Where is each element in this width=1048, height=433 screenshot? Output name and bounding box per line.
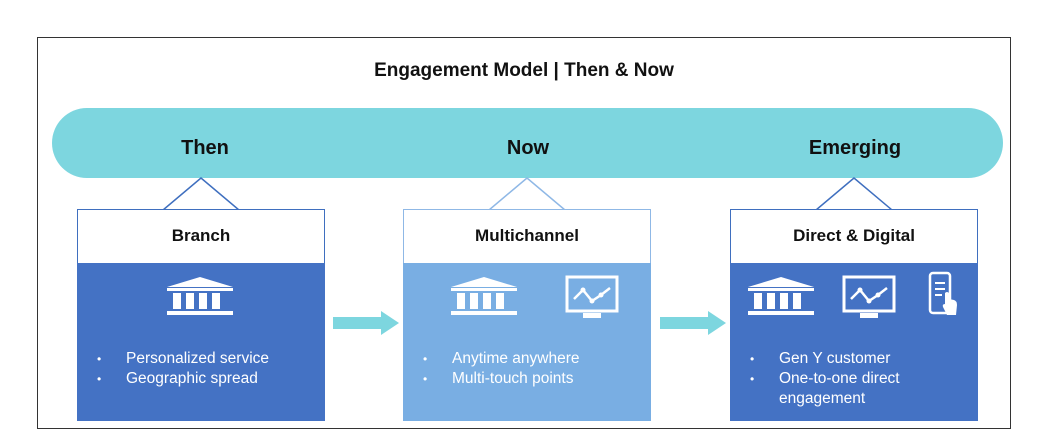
bullet-list: Gen Y customer One-to-one direct engagem… [750, 349, 970, 409]
bank-icon [748, 277, 814, 315]
bullet-item: Personalized service [97, 349, 317, 369]
bullet-item: One-to-one direct engagement [750, 369, 970, 409]
card-heading: Branch [77, 209, 325, 263]
callout-pointer-then [163, 177, 242, 211]
bullet-list: Personalized service Geographic spread [97, 349, 317, 389]
phase-label-emerging: Emerging [808, 137, 902, 159]
card-multichannel: Multichannel Anytime anywhere [403, 209, 651, 421]
card-body: Gen Y customer One-to-one direct engagem… [730, 263, 978, 421]
diagram-title: Engagement Model | Then & Now [374, 60, 674, 81]
card-branch: Branch Personalized service Geographic s… [77, 209, 325, 421]
bullet-item: Gen Y customer [750, 349, 970, 369]
arrow-right-icon [333, 311, 399, 335]
monitor-chart-icon [565, 275, 619, 318]
card-body: Personalized service Geographic spread [77, 263, 325, 421]
bank-icon [451, 277, 517, 315]
bank-icon [167, 277, 233, 315]
bullet-list: Anytime anywhere Multi-touch points [423, 349, 643, 389]
callout-pointer-emerging [816, 177, 895, 211]
callout-pointer-now [489, 177, 568, 211]
monitor-chart-icon [842, 275, 896, 318]
card-body: Anytime anywhere Multi-touch points [403, 263, 651, 421]
bullet-item: Anytime anywhere [423, 349, 643, 369]
timeline-band [52, 108, 1003, 178]
card-heading: Direct & Digital [730, 209, 978, 263]
bullet-item: Multi-touch points [423, 369, 643, 389]
bullet-item: Geographic spread [97, 369, 317, 389]
phase-label-now: Now [506, 137, 550, 159]
mobile-touch-icon [928, 271, 957, 315]
card-direct-digital: Direct & Digital [730, 209, 978, 421]
arrow-right-icon [660, 311, 726, 335]
phase-label-then: Then [181, 137, 229, 159]
card-heading: Multichannel [403, 209, 651, 263]
